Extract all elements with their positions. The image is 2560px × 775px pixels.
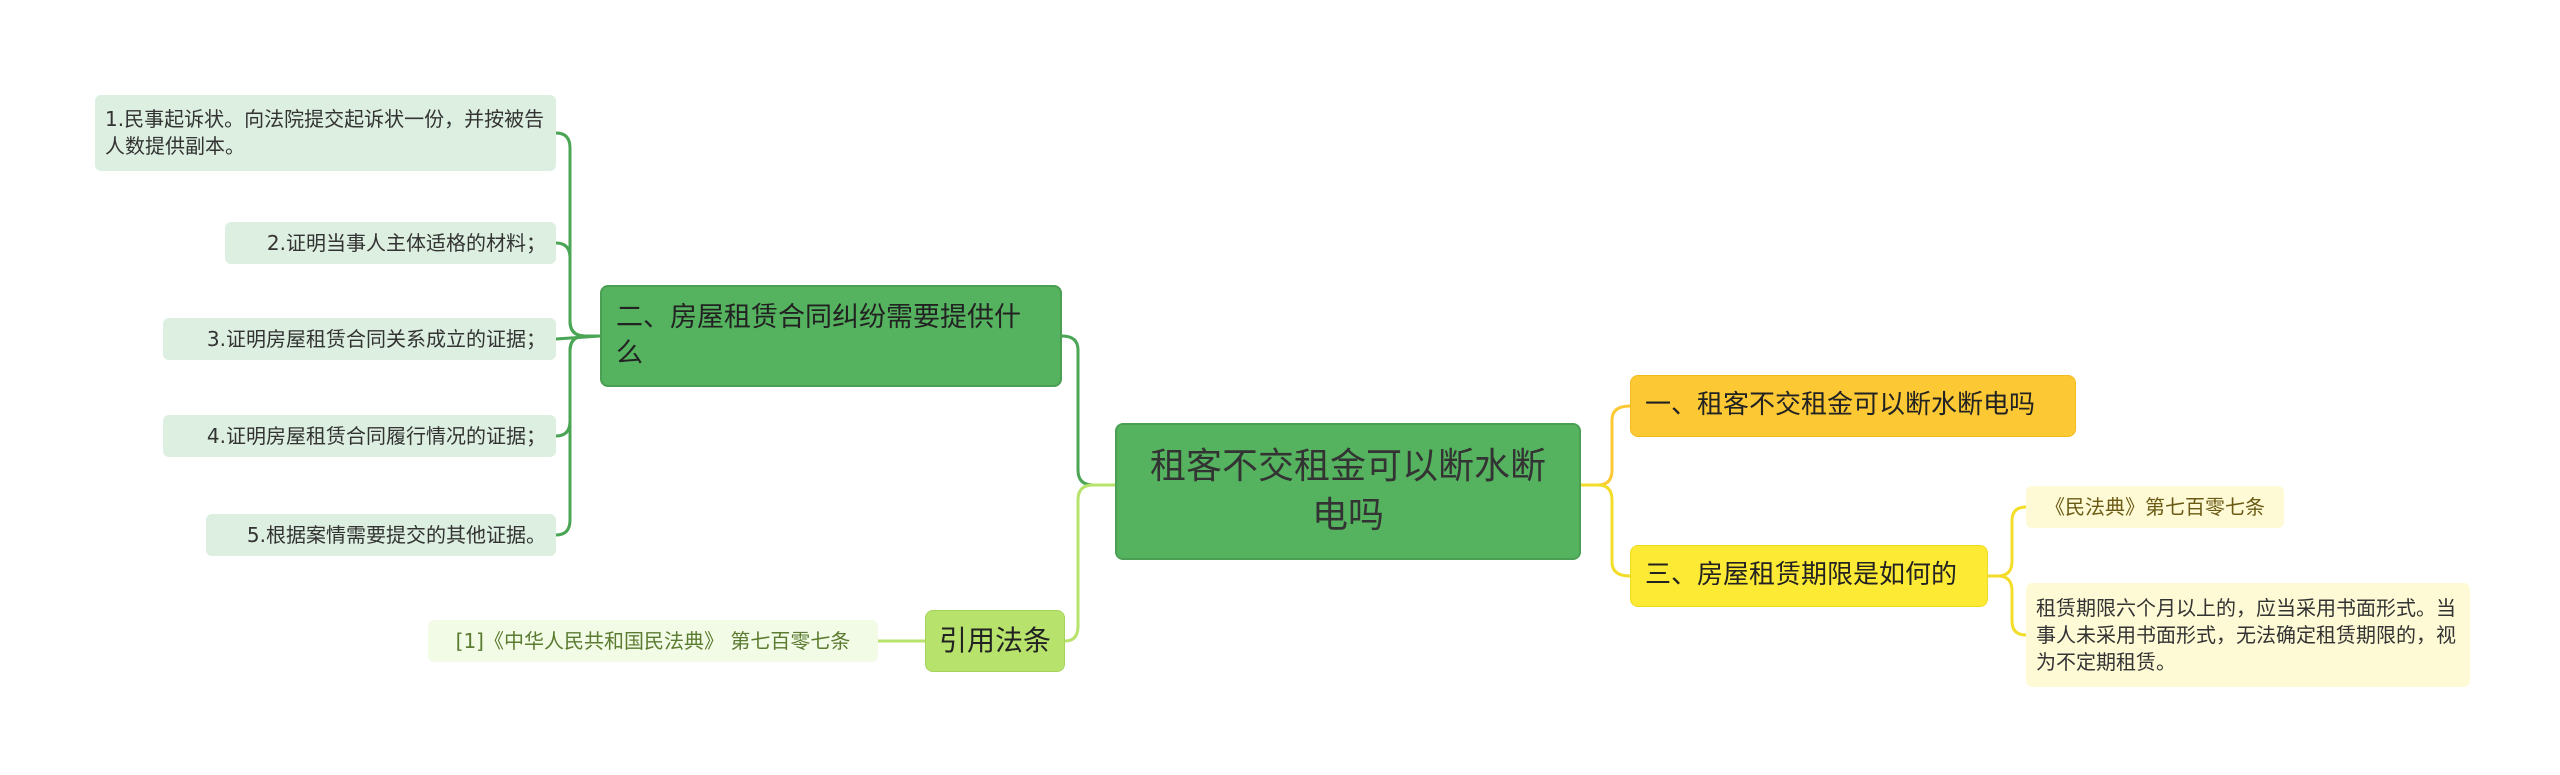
link-evidence-2 — [554, 241, 602, 338]
central-topic-text: 租客不交租金可以断水断电吗 — [1149, 445, 1546, 536]
link-center-one — [1579, 404, 1632, 487]
branch-law[interactable]: 引用法条 — [925, 610, 1065, 672]
branch-one[interactable]: 一、租客不交租金可以断水断电吗 — [1630, 375, 2076, 437]
evidence-leaf-2[interactable]: 2.证明当事人主体适格的材料； — [225, 222, 556, 264]
evidence-leaf-4[interactable]: 4.证明房屋租赁合同履行情况的证据； — [163, 415, 556, 457]
evidence-leaf-5[interactable]: 5.根据案情需要提交的其他证据。 — [206, 514, 556, 556]
branch-three-title: 三、房屋租赁期限是如何的 — [1645, 560, 1958, 591]
branch-three[interactable]: 三、房屋租赁期限是如何的 — [1630, 545, 1988, 607]
evidence-leaf-3-text: 3.证明房屋租赁合同关系成立的证据； — [206, 326, 546, 351]
three-content-leaf[interactable]: 租赁期限六个月以上的，应当采用书面形式。当事人未采用书面形式，无法确定租赁期限的… — [2026, 583, 2470, 687]
evidence-leaf-3[interactable]: 3.证明房屋租赁合同关系成立的证据； — [163, 318, 556, 360]
link-three-citation — [1986, 505, 2028, 578]
three-citation-text: 《民法典》第七百零七条 — [2045, 494, 2265, 519]
law-leaf-1-text: [1]《中华人民共和国民法典》 第七百零七条 — [455, 628, 851, 653]
link-evidence-4 — [554, 334, 602, 438]
central-topic[interactable]: 租客不交租金可以断水断电吗 — [1115, 423, 1581, 560]
evidence-leaf-1-text: 1.民事起诉状。向法院提交起诉状一份，并按被告人数提供副本。 — [105, 107, 545, 158]
branch-evidence[interactable]: 二、房屋租赁合同纠纷需要提供什么 — [600, 285, 1062, 387]
evidence-leaf-5-text: 5.根据案情需要提交的其他证据。 — [246, 522, 546, 547]
branch-evidence-title: 二、房屋租赁合同纠纷需要提供什么 — [616, 301, 1021, 369]
link-evidence-5 — [554, 334, 602, 537]
evidence-leaf-2-text: 2.证明当事人主体适格的材料； — [266, 230, 546, 255]
branch-law-title: 引用法条 — [938, 624, 1051, 658]
evidence-leaf-1[interactable]: 1.民事起诉状。向法院提交起诉状一份，并按被告人数提供副本。 — [95, 95, 556, 171]
three-content-text: 租赁期限六个月以上的，应当采用书面形式。当事人未采用书面形式，无法确定租赁期限的… — [2036, 595, 2456, 674]
link-center-evidence — [1060, 334, 1117, 487]
link-center-law — [1063, 483, 1117, 643]
link-center-three — [1579, 483, 1632, 578]
evidence-leaf-4-text: 4.证明房屋租赁合同履行情况的证据； — [206, 423, 546, 448]
law-leaf-1[interactable]: [1]《中华人民共和国民法典》 第七百零七条 — [428, 620, 878, 662]
branch-one-title: 一、租客不交租金可以断水断电吗 — [1645, 390, 2036, 421]
link-three-content — [1986, 574, 2028, 637]
link-evidence-1 — [554, 131, 602, 338]
three-citation-leaf[interactable]: 《民法典》第七百零七条 — [2026, 486, 2284, 528]
